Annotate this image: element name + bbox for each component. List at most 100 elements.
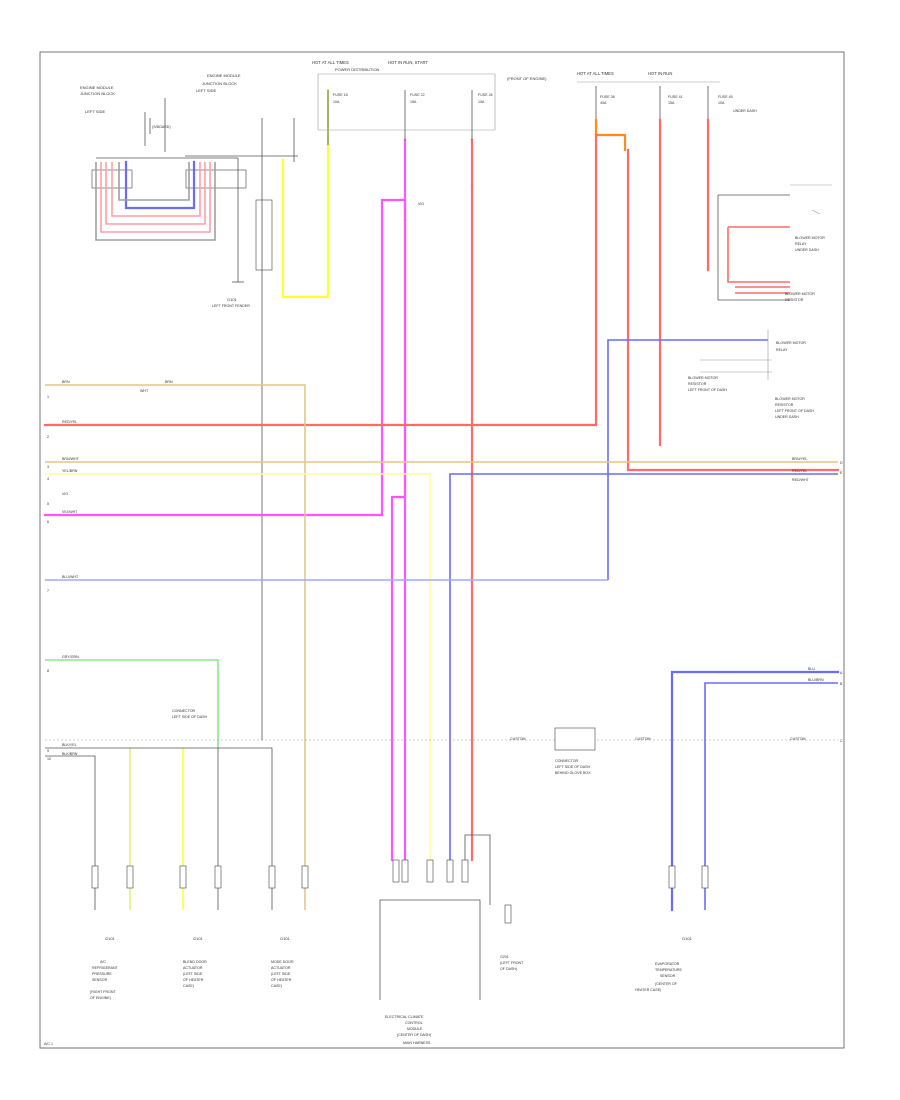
code-w15-c: CUSTOM xyxy=(790,737,806,741)
ecc-b: CONTROL xyxy=(405,1021,423,1025)
module-title-a: ENGINE MODULE xyxy=(207,73,241,78)
fuse-box-top2-label: HOT IN RUN, START xyxy=(388,60,428,65)
fuse-box-top-label: HOT AT ALL TIMES xyxy=(312,60,349,65)
pin-2: 2 xyxy=(47,435,49,439)
code-w16: BRN/YEL xyxy=(792,457,807,461)
fuse-38-label: FUSE 38 xyxy=(600,95,615,99)
comp3-c: (LEFT SIDE xyxy=(271,972,291,976)
pin-7: 7 xyxy=(47,589,49,593)
right-top-label: HOT AT ALL TIMES xyxy=(577,71,614,76)
comp1-b: REFRIGERANT xyxy=(92,966,119,970)
comp1-e: (RIGHT FRONT xyxy=(90,990,116,994)
comp1-c: PRESSURE xyxy=(92,972,112,976)
resistor-label-a: BLOWER MOTOR xyxy=(688,376,718,380)
evap-d: (CENTER OF xyxy=(655,982,678,986)
code-w6: VIO/WHT xyxy=(62,510,78,514)
code-w17-r: RED/YEL xyxy=(792,469,807,473)
mid-conn-b: LEFT SIDE OF DASH xyxy=(555,765,590,769)
ecc-e: MAIN HARNESS xyxy=(403,1041,431,1045)
comp3-a: MODE DOOR xyxy=(271,960,294,964)
comp2-c: (LEFT SIDE xyxy=(183,972,203,976)
fuse-18-label: FUSE 18 xyxy=(333,93,348,97)
code-w1-b: BRN xyxy=(165,380,173,384)
splice-a: CONNECTOR xyxy=(172,709,195,713)
fuse-22-amp: 15A xyxy=(410,100,417,104)
pin-9: 9 xyxy=(47,749,49,753)
top-left-title-a: ENGINE MODULE xyxy=(80,85,114,90)
code-w15-b: CUSTOM xyxy=(635,737,651,741)
comp2-ref: G101 xyxy=(193,936,204,941)
g201-a: G201 xyxy=(500,955,509,959)
fuse-26-label: FUSE 26 xyxy=(478,93,493,97)
pin-6: 6 xyxy=(47,520,49,524)
relay-right-b: RESISTOR xyxy=(775,403,794,407)
left-harness-bus: 1 2 3 4 5 6 7 8 9 10 BRN BRN WHT RED/YEL… xyxy=(45,380,838,910)
code-w15-a: CUSTOM xyxy=(510,737,526,741)
relay-label-c: UNDER DASH xyxy=(795,248,819,252)
code-w12-r: RED/WHT xyxy=(792,478,810,482)
comp2-a: BLEND DOOR xyxy=(183,960,207,964)
fuse-41-label: FUSE 41 xyxy=(668,95,683,99)
pin-8: 8 xyxy=(47,669,49,673)
resistor-label-e: RELAY xyxy=(776,348,788,352)
page-border xyxy=(39,51,845,1049)
mid-conn-c: BEHIND GLOVE BOX xyxy=(555,771,591,775)
relay-label-a: BLOWER MOTOR xyxy=(795,236,825,240)
mid-conn-a: CONNECTOR xyxy=(555,759,578,763)
pin-10: 10 xyxy=(47,757,51,761)
ground-g101-sub: LEFT FRONT FENDER xyxy=(212,304,250,308)
fuse-38-amp: 40A xyxy=(600,101,607,105)
comp1-ref: G101 xyxy=(105,936,116,941)
code-w5: VIO xyxy=(62,492,68,496)
relay-label-d: BLOWER MOTOR xyxy=(785,292,815,296)
ecc-c: MODULE xyxy=(407,1027,423,1031)
comp3-d: OF HEATER xyxy=(271,978,292,982)
fuse-box-center: HOT AT ALL TIMES HOT IN RUN, START POWER… xyxy=(43,60,547,862)
right-top2-label: HOT IN RUN xyxy=(648,71,672,76)
pin-5: 5 xyxy=(47,502,49,506)
pin-d: D xyxy=(840,461,843,465)
code-w14: BLU/BRN xyxy=(808,678,824,682)
resistor-label-d: BLOWER MOTOR xyxy=(776,341,806,345)
fuse-18-amp: 10A xyxy=(333,100,340,104)
comp1-a: A/C xyxy=(100,960,106,964)
g201-b: (LEFT FRONT xyxy=(500,961,524,965)
ecc-d: (CENTER OF DASH) xyxy=(397,1033,431,1037)
top-left-title-b: JUNCTION BLOCK xyxy=(80,91,115,96)
pin-3: 3 xyxy=(47,465,49,469)
comp2-b: ACTUATOR xyxy=(183,966,203,970)
code-w13: BLU xyxy=(808,667,815,671)
fuse-45-amp: 10A xyxy=(718,101,725,105)
footer-label: A/C 1 xyxy=(44,1042,53,1046)
resistor-label-c: LEFT FRONT OF DASH xyxy=(688,388,727,392)
pin-e: E xyxy=(840,471,843,475)
top-left-component: ENGINE MODULE JUNCTION BLOCK LEFT SIDE (… xyxy=(80,73,330,740)
pin-b: B xyxy=(840,682,843,686)
fuse-26-amp: 10A xyxy=(478,100,485,104)
code-w17: RED/YEL xyxy=(62,420,77,424)
g201-c: OF DASH) xyxy=(500,967,517,971)
comp3-ref: G101 xyxy=(280,936,291,941)
ground-g101-label: G101 xyxy=(227,297,238,302)
comp1-d: SENSOR xyxy=(92,978,108,982)
code-w1: BRN xyxy=(62,380,70,384)
pin-4: 4 xyxy=(47,477,49,481)
fuse-box-mid-label: POWER DISTRIBUTION xyxy=(335,67,380,72)
relay-right-c: LEFT FRONT OF DASH xyxy=(775,409,814,413)
top-left-title-c: LEFT SIDE xyxy=(85,109,105,114)
comp3-b: ACTUATOR xyxy=(271,966,291,970)
evap-b: TEMPERATURE xyxy=(655,968,682,972)
evap-c: SENSOR xyxy=(660,974,676,978)
relay-right-a: BLOWER MOTOR xyxy=(775,397,805,401)
fuse-41-amp: 15A xyxy=(668,101,675,105)
comp2-d: OF HEATER xyxy=(183,978,204,982)
pin-1: 1 xyxy=(47,395,49,399)
resistor-label-b: RESISTOR xyxy=(688,382,707,386)
pin-c: C xyxy=(840,739,843,743)
comp1-f: OF ENGINE) xyxy=(90,996,111,1000)
relay-label-e: RESISTOR xyxy=(785,298,804,302)
module-title-b: JUNCTION BLOCK xyxy=(202,81,237,86)
evap-e: HEATER CASE) xyxy=(635,988,661,992)
wire-code-vio: VIO xyxy=(418,202,424,206)
